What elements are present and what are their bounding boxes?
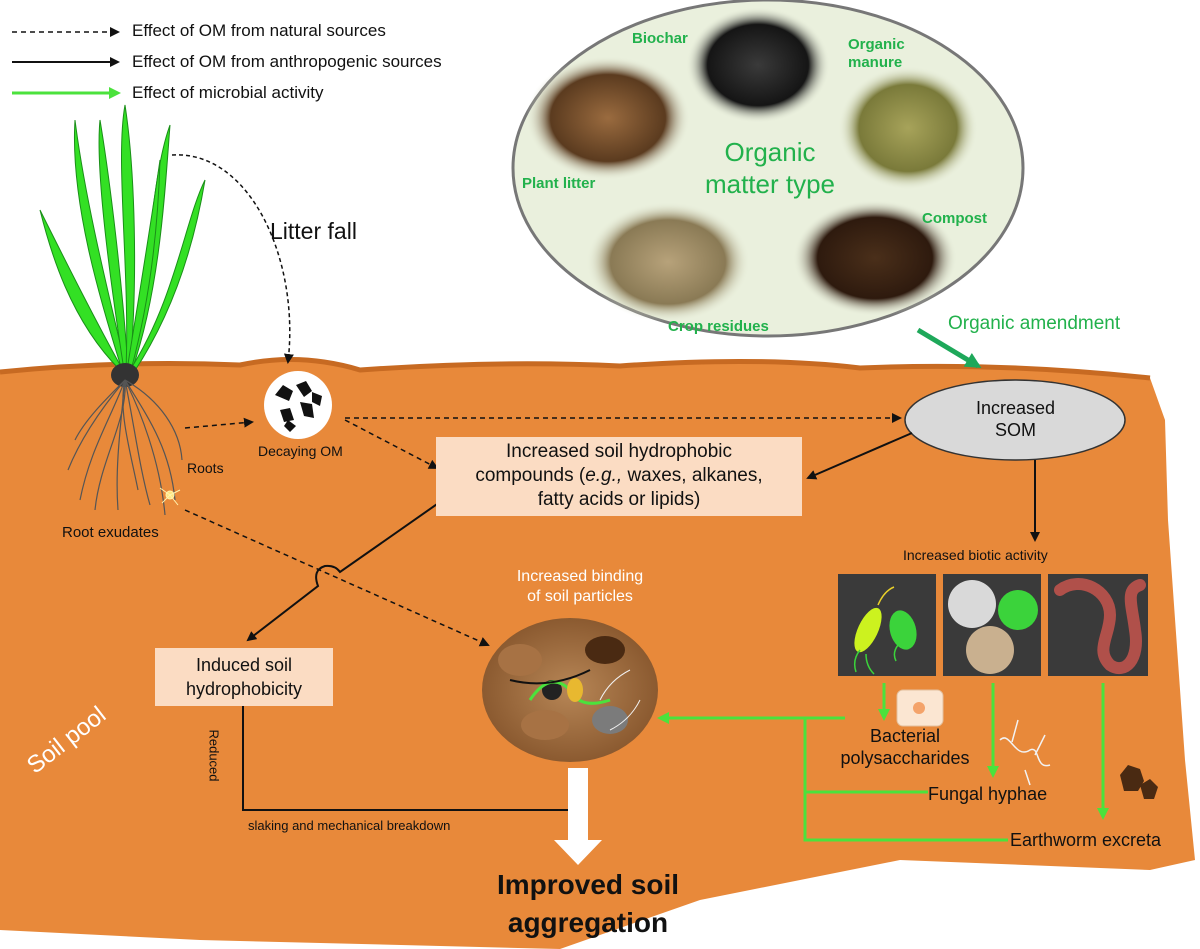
- crop-residues-photo: [586, 202, 750, 322]
- fungal-hyphae-label: Fungal hyphae: [928, 784, 1048, 804]
- fungal-spores-icon: [948, 580, 1038, 674]
- roots-to-decaying-arrow: [184, 417, 254, 429]
- biochar-photo: [686, 7, 830, 123]
- om-type-title-line2: matter type: [704, 169, 836, 199]
- polysaccharide-cell-icon: [896, 689, 944, 727]
- legend-natural-label: Effect of OM from natural sources: [132, 21, 386, 40]
- bacteria-panel: [838, 574, 936, 676]
- soil-aggregate-icon: [482, 618, 658, 762]
- bacteria-icon: [853, 586, 917, 675]
- bacterial-polysaccharides-label: Bacterial polysaccharides: [830, 725, 980, 769]
- induced-line2: hydrophobicity: [185, 679, 303, 699]
- om-type-center-title: Organic matter type: [690, 136, 850, 200]
- hydrophobic-compounds-box: Increased soil hydrophobic compounds (e.…: [436, 437, 802, 516]
- improved-line2: aggregation: [507, 907, 669, 938]
- litter-fall-arrow: [171, 154, 294, 364]
- bacterial-line1: Bacterial: [869, 726, 941, 746]
- legend-anthropogenic-label: Effect of OM from anthropogenic sources: [132, 52, 442, 71]
- organic-manure-label: Organic manure: [848, 36, 905, 72]
- grass-plant-icon: [39, 104, 206, 374]
- reduced-slaking-arrow: [242, 705, 587, 815]
- som-to-hydrophobic-arrow: [806, 432, 913, 480]
- roots-label: Roots: [187, 460, 224, 476]
- hyphae-icon: [999, 719, 1051, 786]
- hydrophobic-line3: fatty acids or lipids): [537, 489, 701, 510]
- hydrophobic-line2-post: waxes, alkanes,: [622, 465, 763, 486]
- crop-residues-label: Crop residues: [668, 318, 769, 335]
- increased-som-label: Increased SOM: [958, 397, 1073, 441]
- som-line1: Increased: [975, 398, 1056, 418]
- som-line2: SOM: [994, 420, 1036, 440]
- hydrophobic-line1: Increased soil hydrophobic: [505, 441, 733, 462]
- induced-line1: Induced soil: [195, 655, 293, 675]
- organic-manure-line1: Organic: [848, 36, 905, 53]
- compost-photo: [793, 200, 957, 316]
- organic-amendment-arrow: [916, 327, 982, 369]
- plant-litter-label: Plant litter: [522, 175, 596, 192]
- decaying-om-icon: [264, 371, 332, 439]
- organic-amendment-label: Organic amendment: [948, 313, 1121, 334]
- hydrophobic-to-induced-arrow: [246, 501, 441, 642]
- reduced-label: Reduced: [206, 729, 222, 782]
- decaying-om-label: Decaying OM: [258, 443, 343, 459]
- improved-aggregation-arrow: [554, 768, 602, 865]
- earthworm-castings-icon: [1120, 765, 1158, 799]
- biotic-activity-label: Increased biotic activity: [903, 547, 1048, 563]
- earthworm-excreta-label: Earthworm excreta: [1010, 830, 1162, 850]
- hydrophobic-line2-pre: compounds (: [475, 465, 586, 486]
- slaking-label: slaking and mechanical breakdown: [248, 818, 451, 833]
- binding-label: Increased binding of soil particles: [505, 567, 655, 607]
- improved-line1: Improved soil: [496, 869, 680, 900]
- om-type-title-line1: Organic: [724, 137, 816, 167]
- root-exudates-label: Root exudates: [62, 524, 159, 541]
- organic-manure-line2: manure: [848, 54, 903, 71]
- microbial-to-aggregate-connector: [803, 716, 1008, 842]
- organic-manure-photo: [838, 66, 978, 190]
- hydrophobic-line2-italic: e.g.,: [585, 465, 623, 486]
- litter-fall-label: Litter fall: [270, 218, 357, 244]
- root-exudate-icon: [159, 487, 181, 506]
- earthworm-icon: [1054, 578, 1146, 675]
- increased-som-node: [904, 379, 1126, 461]
- exudates-to-aggregate-arrow: [184, 509, 490, 647]
- plant-litter-photo: [526, 56, 690, 180]
- binding-line1: Increased binding: [516, 568, 644, 585]
- biochar-label: Biochar: [632, 30, 688, 47]
- induced-hydrophobicity-box: Induced soil hydrophobicity: [155, 648, 333, 706]
- soil-surface-ridge: [0, 357, 1151, 381]
- roots-icon: [67, 379, 183, 516]
- compost-label: Compost: [922, 210, 987, 227]
- plant-crown: [111, 363, 139, 387]
- legend-microbial-label: Effect of microbial activity: [132, 83, 324, 102]
- bacterial-line2: polysaccharides: [840, 748, 970, 768]
- binding-line2: of soil particles: [527, 588, 633, 605]
- improved-aggregation-label: Improved soil aggregation: [468, 866, 708, 942]
